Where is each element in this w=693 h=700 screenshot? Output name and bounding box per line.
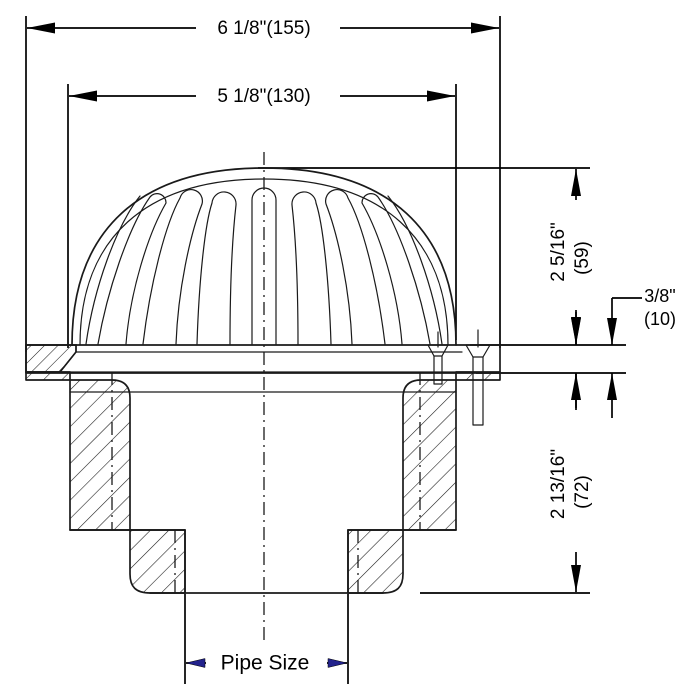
arrowhead-overall-left (27, 22, 55, 34)
dome-rib-right-outer (387, 195, 443, 345)
dim-label-body-depth-imperial: 2 13/16" (548, 449, 569, 519)
clamp-screws-group (427, 329, 491, 426)
dome-slot-left-1 (196, 191, 237, 345)
dim-label-dome-height-metric: (59) (572, 241, 593, 275)
arrowhead-dome-left (69, 90, 97, 102)
arrowhead-flange-inner-top (571, 318, 581, 345)
flange-left-hatch-outline (25, 344, 77, 373)
body-right-wall-hatch (348, 372, 500, 593)
arrowhead-pipe-left (185, 658, 206, 668)
dim-label-dome-width: 5 1/8"(130) (217, 86, 310, 107)
dome-slot-right-1 (291, 191, 332, 345)
dim-label-flange-imperial: 3/8" (644, 286, 675, 306)
dome-slot-left-2 (142, 189, 203, 345)
dome-slot-right-3 (361, 193, 431, 345)
dome-rib-left-outer (85, 195, 141, 345)
hidden-reference-lines (111, 372, 421, 530)
dome-strainer-assembly (71, 167, 457, 346)
arrowhead-pipe-right (327, 658, 348, 668)
arrowhead-dome-height-top (571, 169, 581, 196)
body-left-wall-hatch (26, 372, 185, 593)
dimension-flange-thickness: 3/8" (10) (607, 286, 676, 418)
drain-body-section (25, 371, 501, 594)
arrowhead-overall-right (471, 22, 499, 34)
dome-inner-arc (79, 178, 449, 346)
dim-label-body-depth-metric: (72) (572, 475, 593, 509)
dim-label-flange-metric: (10) (644, 309, 676, 329)
arrowhead-dome-right (427, 90, 455, 102)
clamp-screw-2 (465, 329, 491, 426)
flange-rim-section (25, 344, 501, 374)
dome-slot-right-2 (325, 189, 386, 345)
dim-label-pipe-size: Pipe Size (221, 652, 310, 675)
screw-2-shank (472, 356, 484, 426)
dimension-dome-width: 5 1/8"(130) (69, 86, 455, 107)
arrowhead-flange-top (607, 318, 617, 345)
dim-label-dome-height-imperial: 2 5/16" (548, 222, 569, 282)
arrowhead-body-depth-bottom (571, 565, 581, 592)
dome-slot-left-3 (97, 193, 167, 345)
dimension-pipe-size: Pipe Size (185, 652, 348, 675)
dimension-body-depth: 2 13/16" (72) (548, 374, 593, 592)
dome-slot-center (251, 187, 277, 345)
dimension-overall-width: 6 1/8"(155) (27, 18, 499, 39)
arrowhead-flange-bottom (607, 373, 617, 400)
dome-outer-profile (71, 167, 457, 346)
dim-label-overall-width: 6 1/8"(155) (217, 18, 310, 39)
